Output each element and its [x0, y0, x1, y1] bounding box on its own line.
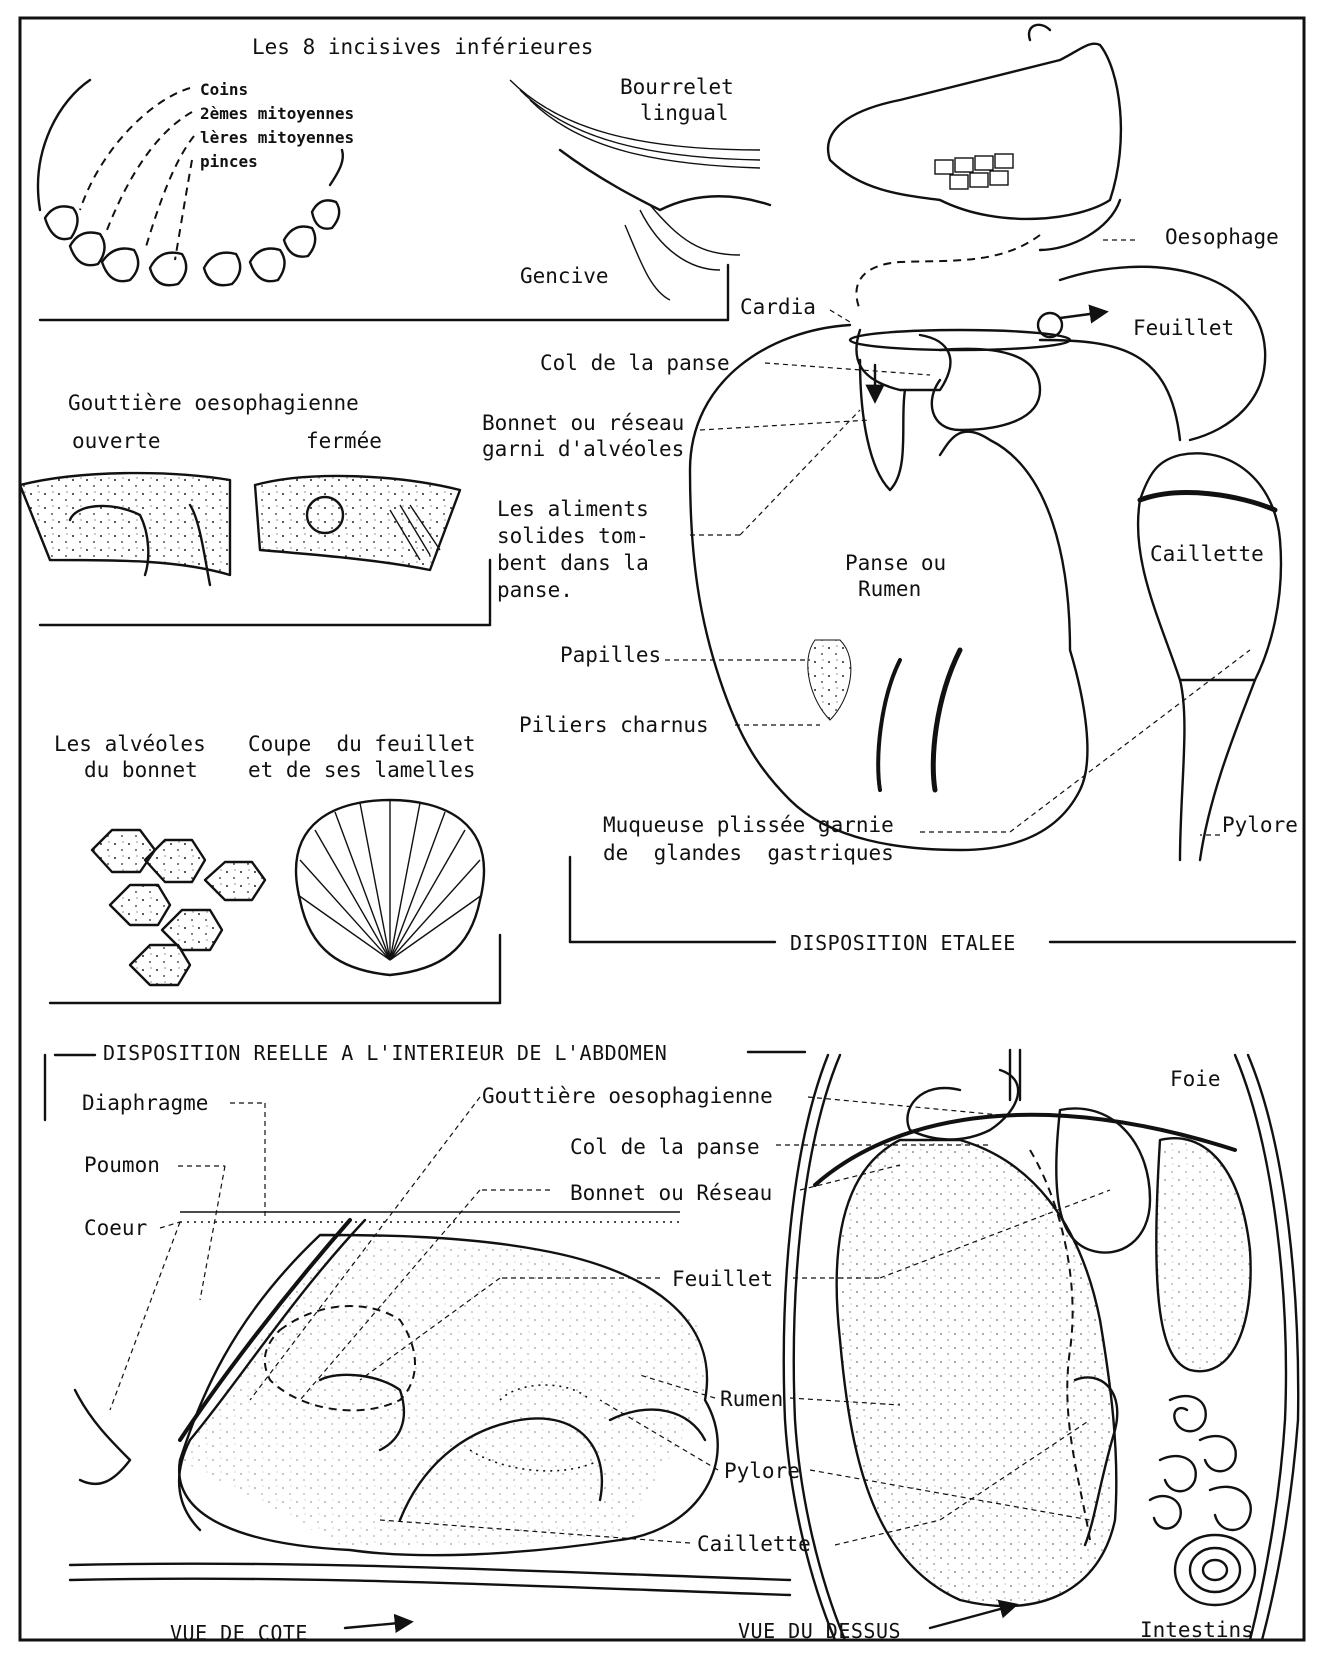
caillette-label-real: Caillette [697, 1531, 811, 1557]
cardia-label: Cardia [740, 294, 816, 320]
pylore-label-spread: Pylore [1222, 812, 1298, 838]
caillette-label: Caillette [1150, 541, 1264, 567]
top-view-arrow [930, 1605, 1015, 1628]
panse-label-2: Rumen [858, 576, 921, 602]
spread-caption: DISPOSITION ETALEE [790, 930, 1016, 956]
aliments-label-4: panse. [497, 577, 573, 603]
bonnet-label-1: Bonnet ou réseau [482, 410, 684, 436]
bonnet-label-2: garni d'alvéoles [482, 436, 684, 462]
intestins-label: Intestins [1140, 1617, 1254, 1643]
feuillet-label-real: Feuillet [672, 1266, 773, 1292]
papilles-label: Papilles [560, 642, 661, 668]
panse-label-1: Panse ou [845, 550, 946, 576]
muqueuse-label-1: Muqueuse plissée garnie [603, 812, 894, 838]
diaphragme-label: Diaphragme [82, 1090, 208, 1116]
side-view-arrow [345, 1622, 410, 1628]
top-view-drawing [784, 1050, 1298, 1640]
coupe-label-1: Coupe du feuillet [248, 731, 476, 757]
piliers-label: Piliers charnus [519, 712, 709, 738]
gouttiere-label: Gouttière oesophagienne [482, 1083, 773, 1109]
groove-title: Gouttière oesophagienne [68, 390, 359, 416]
gencive-label: Gencive [520, 263, 609, 289]
groove-drawing [20, 473, 460, 585]
cow-head-drawing [828, 25, 1121, 250]
aliments-label-2: solides tom- [497, 523, 649, 549]
coupe-label-2: et de ses lamelles [248, 757, 476, 783]
groove-open-label: ouverte [72, 428, 161, 454]
lingual-label: lingual [640, 100, 729, 126]
alveoles-label-2: du bonnet [84, 757, 198, 783]
tooth-label-pinces: pinces [200, 150, 258, 174]
col-panse-label: Col de la panse [540, 350, 730, 376]
bourrelet-label: Bourrelet [620, 74, 734, 100]
col-panse-label-real: Col de la panse [570, 1134, 760, 1160]
real-caption: DISPOSITION REELLE A L'INTERIEUR DE L'AB… [103, 1040, 667, 1066]
groove-closed-label: fermée [306, 428, 382, 454]
teeth-title: Les 8 incisives inférieures [252, 34, 593, 60]
tooth-label-2nd-mitoyennes: 2èmes mitoyennes [200, 102, 354, 126]
aliments-label-3: bent dans la [497, 550, 649, 576]
alveoles-label-1: Les alvéoles [54, 731, 206, 757]
poumon-label: Poumon [84, 1152, 160, 1178]
bonnet-label-real: Bonnet ou Réseau [570, 1180, 772, 1206]
pylore-label-real: Pylore [724, 1458, 800, 1484]
tooth-label-coins: Coins [200, 78, 248, 102]
leaflet-section-drawing [296, 800, 484, 975]
intestines-coils [1150, 1396, 1255, 1605]
honeycomb-drawing [92, 830, 265, 985]
tooth-label-1st-mitoyennes: lères mitoyennes [200, 126, 354, 150]
aliments-label-1: Les aliments [497, 496, 649, 522]
foie-label: Foie [1170, 1066, 1221, 1092]
side-view-label: VUE DE COTE [170, 1620, 308, 1646]
muqueuse-label-2: de glandes gastriques [603, 840, 894, 866]
feuillet-label: Feuillet [1133, 315, 1234, 341]
oesophage-label: Oesophage [1165, 224, 1279, 250]
rumen-label: Rumen [720, 1386, 783, 1412]
coeur-label: Coeur [84, 1215, 147, 1241]
top-view-label: VUE DU DESSUS [738, 1618, 901, 1644]
